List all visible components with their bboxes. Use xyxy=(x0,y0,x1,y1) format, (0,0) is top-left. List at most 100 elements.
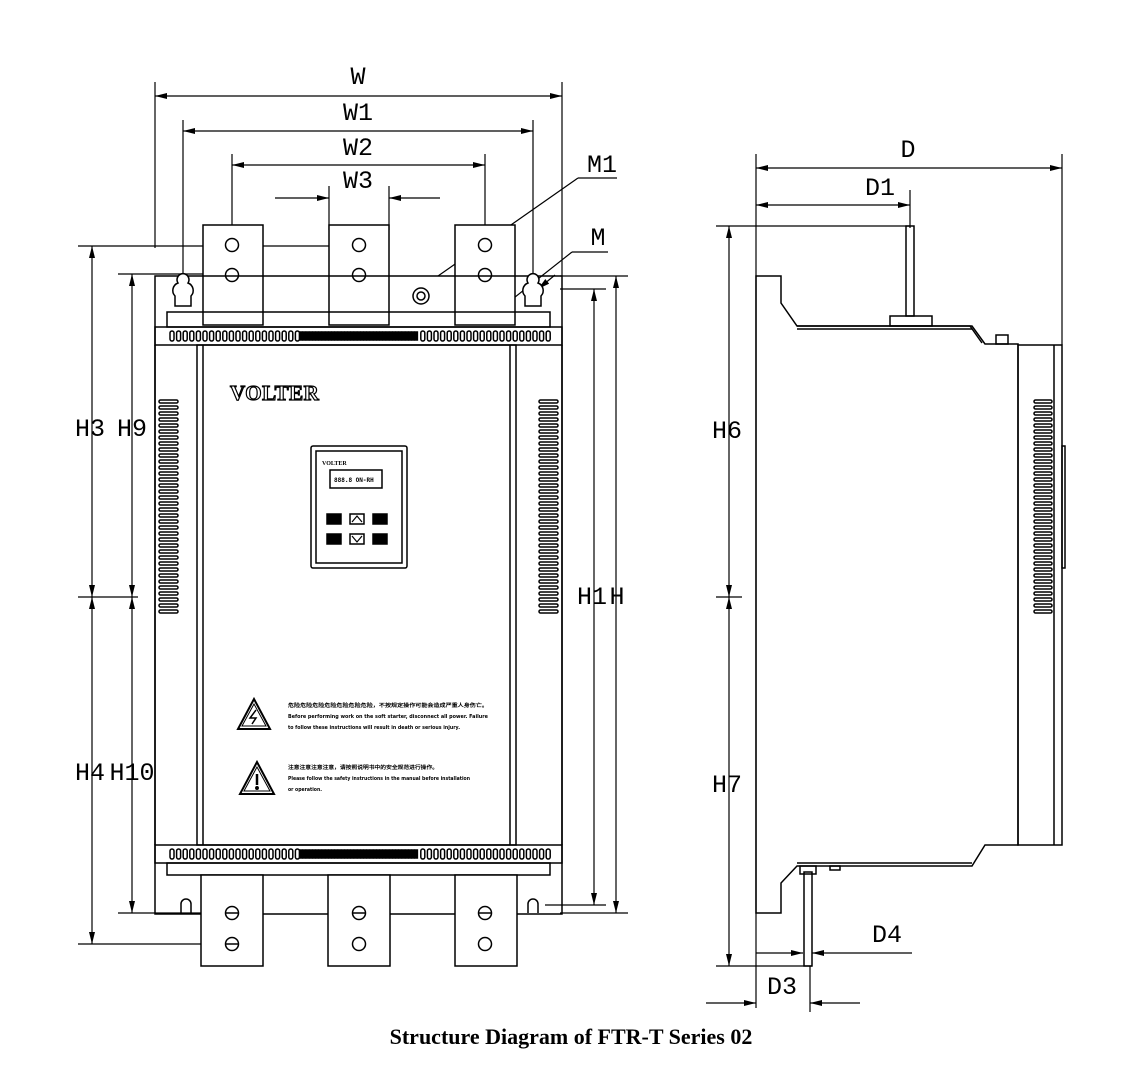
vent-slot xyxy=(1033,597,1053,602)
terminal-pin xyxy=(189,848,195,860)
terminal-pin-dense xyxy=(350,849,355,859)
terminal-pin-dense xyxy=(392,849,396,859)
terminal-pin xyxy=(281,848,287,860)
terminal-pin-dense xyxy=(408,849,412,859)
diagram-caption: Structure Diagram of FTR-T Series 02 xyxy=(389,1024,753,1049)
vent-slot xyxy=(158,459,179,464)
vent-slot xyxy=(538,399,559,404)
terminal-pin-dense xyxy=(334,331,339,341)
vent-slot xyxy=(158,507,179,512)
panel-brand-logo: VOLTER xyxy=(322,461,347,467)
vent-slot xyxy=(1033,531,1053,536)
terminal-pin xyxy=(202,330,208,342)
vent-slot xyxy=(1033,459,1053,464)
vent-slot xyxy=(1033,567,1053,572)
vent-slot xyxy=(158,453,179,458)
terminal-pin xyxy=(241,848,248,860)
terminal-pin-dense xyxy=(376,849,380,859)
warning-text-2: 注意注意注意注意，请按照说明书中的安全规范进行操作。 Please follow… xyxy=(288,764,470,793)
terminal-pin xyxy=(499,330,505,342)
terminal-pin xyxy=(235,848,241,860)
terminal-pin-dense xyxy=(337,849,342,859)
terminal-pin xyxy=(492,848,499,860)
front-labels: W W1 W2 W3 M1 M H3 H9 H4 H10 H1 H VOLTER… xyxy=(75,63,625,793)
terminal-pin xyxy=(512,330,518,342)
label-W3: W3 xyxy=(343,167,373,196)
vent-slot xyxy=(538,567,559,572)
terminal-pin xyxy=(466,330,472,342)
bottom-busbars xyxy=(200,874,518,967)
vent-slot xyxy=(1033,423,1053,428)
terminal-pin xyxy=(195,330,202,342)
terminal-pin-dense xyxy=(299,331,303,341)
terminal-pin xyxy=(519,330,525,342)
terminal-pin-dense xyxy=(382,849,387,859)
vent-slot xyxy=(158,537,179,542)
terminal-pin xyxy=(532,330,538,342)
terminal-pin-dense xyxy=(353,331,358,341)
terminal-pin-dense xyxy=(337,331,342,341)
terminal-pin xyxy=(228,848,235,860)
top-terminal-row xyxy=(169,330,551,342)
terminal-pin xyxy=(420,848,426,860)
terminal-pin xyxy=(492,330,499,342)
terminal-pin xyxy=(486,848,492,860)
terminal-pin-dense xyxy=(318,849,323,859)
terminal-pin-dense xyxy=(340,331,345,341)
vent-slot xyxy=(158,549,179,554)
vent-slot xyxy=(158,513,179,518)
vent-slot xyxy=(538,555,559,560)
terminal-pin-dense xyxy=(392,331,396,341)
vent-slot xyxy=(538,525,559,530)
terminal-pin-dense xyxy=(385,849,390,859)
side-view xyxy=(706,154,1066,1012)
terminal-pin xyxy=(439,848,446,860)
terminal-pin-dense xyxy=(379,849,383,859)
terminal-pin xyxy=(182,330,188,342)
vent-slot xyxy=(538,489,559,494)
terminal-pin xyxy=(268,848,274,860)
terminal-pin-dense xyxy=(395,331,399,341)
terminal-pin xyxy=(479,848,485,860)
vent-slot xyxy=(158,495,179,500)
terminal-pin-dense xyxy=(350,331,355,341)
vent-slot xyxy=(158,561,179,566)
side-vent-slots xyxy=(1033,399,1053,614)
terminal-pin-dense xyxy=(344,331,348,341)
terminal-pin-dense xyxy=(315,849,319,859)
terminal-pin-dense xyxy=(360,331,364,341)
terminal-pin xyxy=(525,330,532,342)
label-H3: H3 xyxy=(75,415,105,444)
terminal-pin xyxy=(182,848,188,860)
terminal-pin-dense xyxy=(369,849,374,859)
warning-1-line-1: 危险危险危险危险危险危险危险，不按规定操作可能会造成严重人身伤亡。 xyxy=(287,702,488,709)
terminal-pin xyxy=(538,330,545,342)
terminal-pin xyxy=(222,848,228,860)
vent-slot xyxy=(158,411,179,416)
vent-slot xyxy=(538,495,559,500)
label-H7: H7 xyxy=(712,771,742,800)
terminal-pin xyxy=(545,330,551,342)
side-dimension-lines xyxy=(706,154,1063,1012)
vent-slot xyxy=(1033,411,1053,416)
vent-slot xyxy=(1033,471,1053,476)
vent-slot xyxy=(1033,495,1053,500)
vent-slot xyxy=(1033,519,1053,524)
terminal-pin-dense xyxy=(366,849,371,859)
warning-text-1: 危险危险危险危险危险危险危险，不按规定操作可能会造成严重人身伤亡。 Before… xyxy=(287,702,489,731)
terminal-pin-dense xyxy=(366,331,371,341)
terminal-pin xyxy=(228,330,235,342)
terminal-pin xyxy=(261,330,268,342)
vent-slot xyxy=(158,591,179,596)
vent-slot xyxy=(538,447,559,452)
terminal-pin-dense xyxy=(356,849,361,859)
vent-slot xyxy=(158,543,179,548)
vent-slot xyxy=(158,483,179,488)
terminal-pin-dense xyxy=(408,331,412,341)
terminal-pin-dense xyxy=(331,849,335,859)
terminal-pin-dense xyxy=(360,849,364,859)
vent-slot xyxy=(158,423,179,428)
terminal-pin-dense xyxy=(299,849,303,859)
warning-triangle-icon xyxy=(236,696,272,730)
vent-slot xyxy=(1033,417,1053,422)
